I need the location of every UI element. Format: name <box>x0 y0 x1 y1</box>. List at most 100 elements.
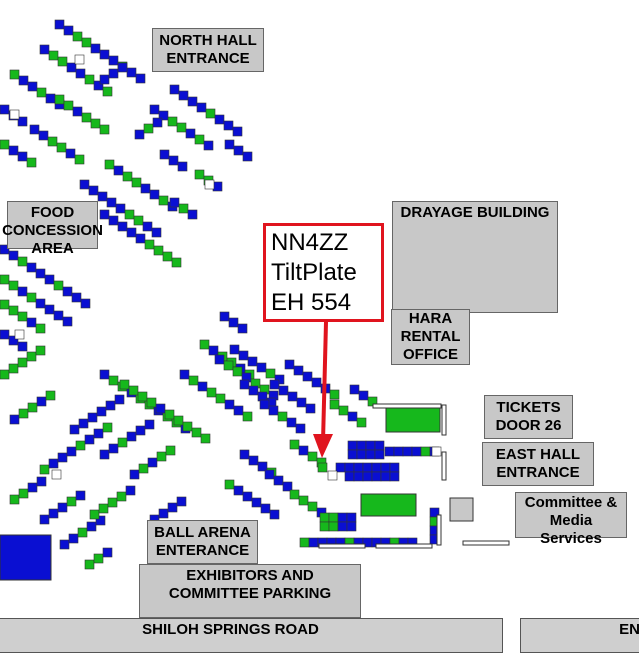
parking-space <box>224 399 235 410</box>
parking-space <box>169 197 180 208</box>
parking-space <box>393 446 404 457</box>
parking-space <box>176 496 187 507</box>
parking-space <box>27 482 38 493</box>
parking-space <box>54 94 65 105</box>
parking-space <box>62 316 73 327</box>
structure-outline <box>462 540 510 546</box>
parking-space <box>88 185 99 196</box>
parking-space <box>223 120 234 131</box>
parking-space <box>108 215 119 226</box>
parking-space <box>265 368 276 379</box>
parking-space <box>402 446 413 457</box>
parking-space <box>75 440 86 451</box>
parking-space <box>106 197 117 208</box>
parking-space <box>168 155 179 166</box>
parking-space <box>344 471 355 482</box>
parking-space <box>269 509 280 520</box>
structure-outline <box>375 543 433 549</box>
parking-space <box>86 521 97 532</box>
parking-space <box>95 515 106 526</box>
ball-arena-entrance-label: BALL ARENA ENTERANCE <box>147 520 258 564</box>
parking-space <box>296 397 307 408</box>
parking-space <box>27 81 38 92</box>
parking-space <box>278 385 289 396</box>
parking-space <box>232 126 243 137</box>
parking-space <box>177 161 188 172</box>
parking-space <box>344 462 355 473</box>
structure-outline <box>318 543 366 549</box>
parking-space <box>365 440 376 451</box>
parking-space <box>173 415 184 426</box>
parking-space <box>171 257 182 268</box>
parking-space <box>384 446 395 457</box>
road-right-segment: EN <box>520 618 639 653</box>
parking-space <box>93 553 104 564</box>
parking-space <box>356 449 367 460</box>
parking-space <box>44 274 55 285</box>
parking-space <box>57 502 68 513</box>
parking-space <box>242 151 253 162</box>
parking-space <box>68 533 79 544</box>
parking-space <box>233 145 244 156</box>
parking-space <box>197 381 208 392</box>
parking-space <box>108 375 119 386</box>
parking-space <box>17 116 28 127</box>
parking-space <box>295 423 306 434</box>
parking-space <box>105 400 116 411</box>
parking-space <box>264 469 275 480</box>
parking-space <box>99 74 110 85</box>
parking-space <box>194 169 205 180</box>
parking-space <box>57 452 68 463</box>
parking-space <box>66 446 77 457</box>
food-concession-label: FOOD CONCESSION AREA <box>2 201 103 257</box>
parking-space <box>0 244 10 255</box>
parking-space <box>96 406 107 417</box>
parking-space <box>223 360 234 371</box>
parking-space <box>125 485 136 496</box>
parking-space <box>347 411 358 422</box>
parking-space <box>108 443 119 454</box>
parking-space <box>117 221 128 232</box>
parking-space <box>36 87 47 98</box>
parking-space <box>328 512 339 523</box>
parking-space <box>135 73 146 84</box>
parking-space <box>232 366 243 377</box>
parking-space <box>164 409 175 420</box>
structure-outline <box>441 404 447 436</box>
parking-space <box>380 471 391 482</box>
parking-space <box>317 462 328 473</box>
parking-space <box>411 446 422 457</box>
parking-space <box>18 75 29 86</box>
parking-space <box>274 374 285 385</box>
parking-space <box>311 377 322 388</box>
parking-space <box>124 209 135 220</box>
parking-space <box>146 397 157 408</box>
exhibitors-parking-label: EXHIBITORS AND COMMITTEE PARKING <box>139 564 361 618</box>
parking-space <box>133 215 144 226</box>
parking-space <box>158 508 169 519</box>
parking-space <box>108 68 119 79</box>
parking-space <box>0 369 10 380</box>
structure-outline <box>372 403 442 409</box>
parking-space <box>299 537 310 548</box>
tickets-door-label: TICKETS DOOR 26 <box>484 395 573 439</box>
parking-space <box>257 391 268 402</box>
parking-space <box>56 142 67 153</box>
parking-space <box>224 479 235 490</box>
parking-space <box>389 462 400 473</box>
parking-space <box>224 139 235 150</box>
pointer-arrow-line <box>321 321 328 443</box>
parking-space <box>98 503 109 514</box>
parking-space <box>128 385 139 396</box>
parking-space <box>305 403 316 414</box>
small-structure <box>449 497 474 522</box>
parking-space <box>35 345 46 356</box>
parking-space <box>54 19 65 30</box>
parking-space <box>214 354 225 365</box>
parking-space <box>380 462 391 473</box>
parking-space <box>135 425 146 436</box>
road-right-label: EN <box>619 621 639 638</box>
parking-space <box>102 86 113 97</box>
parking-space <box>228 317 239 328</box>
parking-space <box>353 471 364 482</box>
